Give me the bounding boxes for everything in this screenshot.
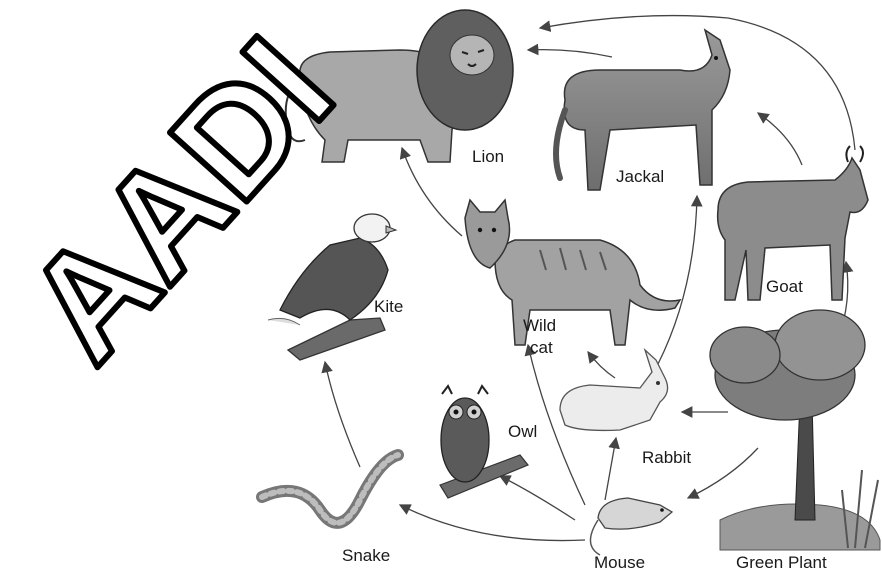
mouse-icon	[590, 498, 672, 555]
arrow-snake-kite	[325, 362, 360, 467]
wild-cat-icon	[465, 200, 680, 345]
label-snake: Snake	[342, 546, 390, 565]
label-goat: Goat	[766, 277, 803, 296]
label-kite: Kite	[374, 297, 403, 316]
label-wild-cat-line1: Wild	[523, 316, 556, 335]
label-owl: Owl	[508, 422, 537, 441]
label-rabbit: Rabbit	[642, 448, 691, 467]
green-plant-icon	[710, 310, 880, 550]
arrow-mouse-owl	[500, 476, 575, 520]
rabbit-icon	[560, 350, 668, 430]
arrow-mouse-snake	[400, 505, 585, 541]
label-mouse: Mouse	[594, 553, 645, 572]
owl-icon	[440, 386, 528, 498]
arrow-mouse-rabbit	[605, 438, 616, 500]
snake-icon	[262, 455, 398, 523]
jackal-icon	[556, 30, 730, 190]
arrow-jackal-lion	[528, 50, 612, 57]
label-green-plant: Green Plant	[736, 553, 827, 572]
label-lion: Lion	[472, 147, 504, 166]
kite-icon	[268, 214, 396, 360]
arrow-rabbit-jackal	[658, 196, 697, 364]
label-wild-cat-line2: cat	[530, 338, 553, 357]
label-jackal: Jackal	[616, 167, 664, 186]
arrow-plant-mouse	[688, 448, 758, 498]
arrow-goat-jackal	[758, 113, 802, 165]
arrow-rabbit-wildcat	[588, 352, 615, 378]
